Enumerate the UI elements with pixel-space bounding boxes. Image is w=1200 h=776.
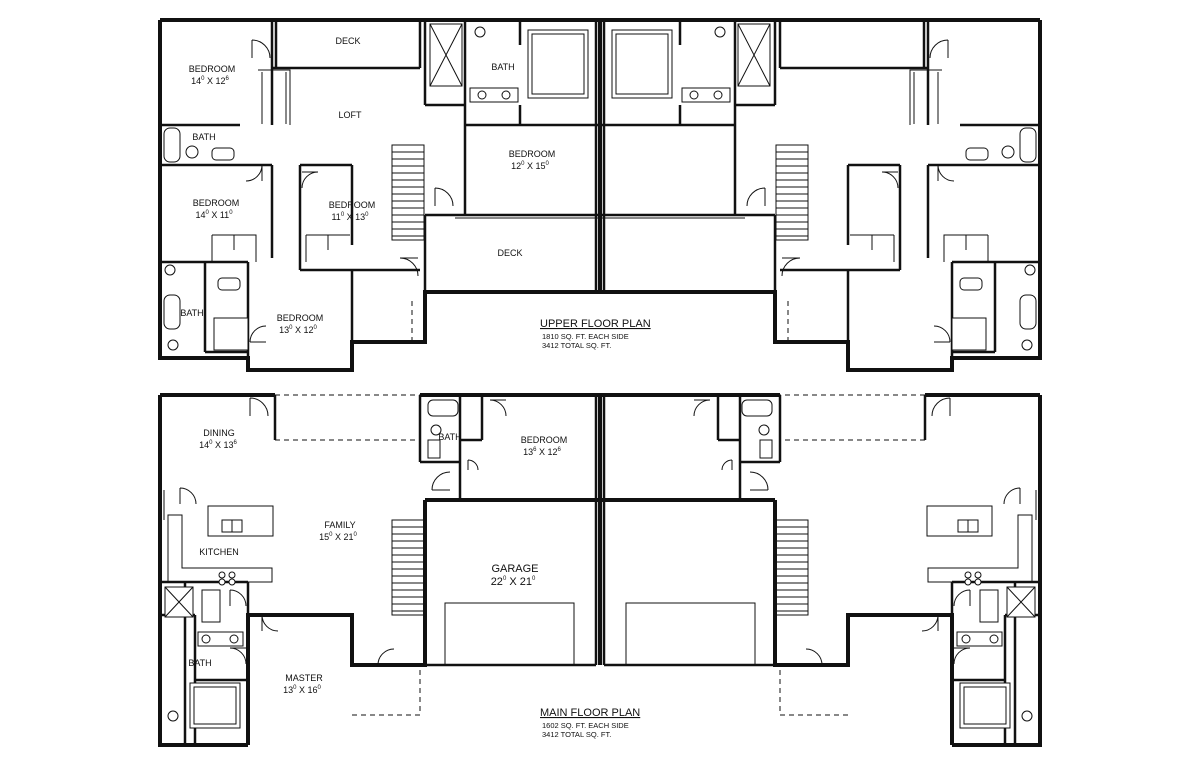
upper-bedroom3-label: BEDROOM xyxy=(193,198,240,208)
main-garage-label: GARAGE xyxy=(491,563,538,575)
main-bedroom-dim: 136 X 126 xyxy=(523,447,561,457)
main-room-labels: DINING 140 X 136 BATH BEDROOM 136 X 126 … xyxy=(188,428,567,695)
main-left-interior xyxy=(159,394,602,745)
upper-floor-plan: DECK BEDROOM 140 X 126 LOFT BATH BATH BE… xyxy=(158,18,1042,372)
upper-bedroom5-label: BEDROOM xyxy=(277,313,324,323)
upper-floor-title: UPPER FLOOR PLAN xyxy=(540,318,651,330)
main-floor-sqft-total: 3412 TOTAL SQ. FT. xyxy=(542,730,611,739)
upper-loft-label: LOFT xyxy=(338,110,362,120)
main-floor-sqft-each: 1602 SQ. FT. EACH SIDE xyxy=(542,721,629,730)
upper-bedroom3-dim: 140 X 110 xyxy=(195,210,233,220)
upper-bedroom1-dim: 140 X 126 xyxy=(191,76,229,86)
main-left-outer-wall xyxy=(158,393,602,747)
main-right-outer-wall xyxy=(600,393,1042,747)
upper-bath1-label: BATH xyxy=(192,132,215,142)
main-family-label: FAMILY xyxy=(324,520,355,530)
upper-deck-bottom-label: DECK xyxy=(497,248,522,258)
upper-bedroom2-label: BEDROOM xyxy=(509,149,556,159)
main-floor-title: MAIN FLOOR PLAN xyxy=(540,707,640,719)
main-bath-master-label: BATH xyxy=(188,658,211,668)
upper-bedroom2-dim: 120 X 150 xyxy=(511,161,549,171)
upper-bedroom4-dim: 110 X 130 xyxy=(331,212,369,222)
upper-deck-top-label: DECK xyxy=(335,36,360,46)
main-floor-plan: DINING 140 X 136 BATH BEDROOM 136 X 126 … xyxy=(158,393,1042,747)
main-bedroom-label: BEDROOM xyxy=(521,435,568,445)
upper-left-interior xyxy=(160,20,600,370)
upper-bedroom5-dim: 130 X 120 xyxy=(279,325,317,335)
upper-bedroom4-label: BEDROOM xyxy=(329,200,376,210)
upper-bedroom1-label: BEDROOM xyxy=(189,64,236,74)
main-family-dim: 150 X 210 xyxy=(319,532,357,542)
upper-floor-sqft-total: 3412 TOTAL SQ. FT. xyxy=(542,341,611,350)
main-garage-dim: 220 X 210 xyxy=(491,576,536,588)
upper-bath2-label: BATH xyxy=(180,308,203,318)
upper-floor-sqft-each: 1810 SQ. FT. EACH SIDE xyxy=(542,332,629,341)
main-floor-caption: MAIN FLOOR PLAN 1602 SQ. FT. EACH SIDE 3… xyxy=(540,707,640,739)
upper-bath-top-label: BATH xyxy=(491,62,514,72)
upper-floor-caption: UPPER FLOOR PLAN 1810 SQ. FT. EACH SIDE … xyxy=(540,318,651,350)
main-right-interior xyxy=(598,394,1041,745)
main-kitchen-label: KITCHEN xyxy=(199,547,239,557)
main-master-dim: 130 X 160 xyxy=(283,685,321,695)
upper-room-labels: DECK BEDROOM 140 X 126 LOFT BATH BATH BE… xyxy=(180,36,555,335)
main-bath-small-label: BATH xyxy=(438,432,461,442)
main-dining-label: DINING xyxy=(203,428,235,438)
upper-right-interior xyxy=(600,20,1040,370)
main-master-label: MASTER xyxy=(285,673,323,683)
main-dining-dim: 140 X 136 xyxy=(199,440,237,450)
